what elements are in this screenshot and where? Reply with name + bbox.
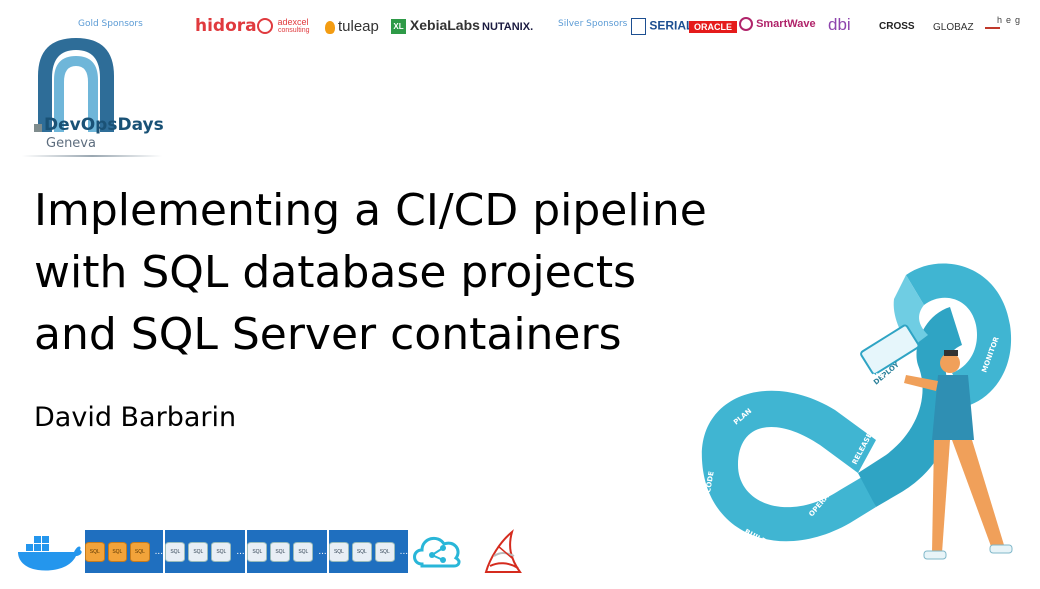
ellipsis: ... [399,546,409,557]
sponsor-logo-adexcel[interactable]: adexcel consulting [257,17,310,35]
smartwave-label: SmartWave [756,17,816,30]
sponsor-logo-dbi[interactable]: dbi [828,15,851,34]
sponsor-logo-smartwave[interactable]: SmartWave [739,17,816,31]
step-code: CODE [704,470,716,493]
xebialabs-label: XebiaLabs [409,17,480,33]
silver-sponsors-label: Silver Sponsors [558,19,628,29]
devopsdays-logo: DevOpsDays Geneva [22,36,164,158]
tuleap-flame-icon [325,20,335,34]
database-icon: SQL [351,541,372,562]
adexcel-label: adexcel [277,17,309,27]
docker-icon [18,536,82,571]
geneva-label: Geneva [46,136,96,151]
devopsdays-arch-graphic [34,38,114,132]
ellipsis: ... [318,546,327,557]
tuleap-label: tuleap [338,18,379,35]
sponsor-logo-nutanix[interactable]: NUTANIX. [482,21,534,33]
database-icon: SQL [107,541,128,562]
db-group-2: SQL SQL SQL ... [165,530,247,573]
gold-sponsors-label: Gold Sponsors [78,19,143,29]
infinity-left-lobe [701,390,876,542]
db-group-4: SQL SQL SQL ... [329,530,408,573]
devops-infinity-illustration: DEPLOY MONITOR CONTINUOUS TESTING PLAN R… [701,263,1013,560]
sponsor-logo-globaz[interactable]: GLOBAZ [933,22,974,33]
sponsor-logo-hidora[interactable]: hidora [195,16,257,36]
adexcel-sub-label: consulting [278,27,310,34]
puzzle-arc-top [906,263,1012,405]
sponsor-logo-tuleap[interactable]: tuleap [325,18,379,35]
author-name: David Barbarin [34,402,237,433]
docker-whale-logo [14,530,84,572]
sql-server-logo [480,528,526,578]
cloud-share-icon [410,528,466,574]
sponsor-logo-xebialabs[interactable]: XL XebiaLabs [391,17,480,34]
heg-label: heg [997,15,1025,25]
database-icon: SQL [247,541,268,562]
database-icon: SQL [188,541,209,562]
person-figure [904,350,1013,560]
serial-label: SERIAL [649,18,694,33]
database-icon: SQL [374,541,395,562]
db-group-1: SQL SQL SQL ... [85,530,165,573]
sponsor-logo-oracle[interactable]: ORACLE [689,21,737,33]
ellipsis: ... [236,546,245,557]
heg-red-line [985,27,1000,29]
serial-icon [631,18,646,35]
adexcel-icon [257,17,273,34]
deploy-puzzle-piece [860,324,920,375]
database-icon: SQL [293,541,314,562]
devopsdays-wordmark: DevOpsDays [44,115,164,135]
database-icon: SQL [85,541,105,562]
database-icon: SQL [211,541,232,562]
db-group-3: SQL SQL SQL ... [247,530,329,573]
xebialabs-icon: XL [391,18,406,34]
step-continuous-testing: CONTINUOUS TESTING [797,371,886,397]
title-line-1: Implementing a CI/CD pipeline [34,185,707,236]
sponsor-logo-heg[interactable]: heg [985,15,1025,43]
slide-title: Implementing a CI/CD pipeline with SQL d… [34,180,707,366]
logo-underline [22,155,162,157]
database-icon: SQL [329,541,349,562]
sponsor-logo-cross[interactable]: CROSS [879,21,915,32]
sponsor-logo-serial[interactable]: SERIAL [631,18,693,35]
database-icon: SQL [130,541,150,562]
database-icon: SQL [270,541,291,562]
database-icon: SQL [165,541,186,562]
title-line-3: and SQL Server containers [34,309,622,360]
smartwave-icon [739,17,753,31]
title-line-2: with SQL database projects [34,247,637,298]
ellipsis: ... [154,546,163,557]
database-container-strip: SQL SQL SQL ... SQL SQL SQL ... SQL SQL … [85,530,408,573]
sql-server-icon [484,529,522,573]
